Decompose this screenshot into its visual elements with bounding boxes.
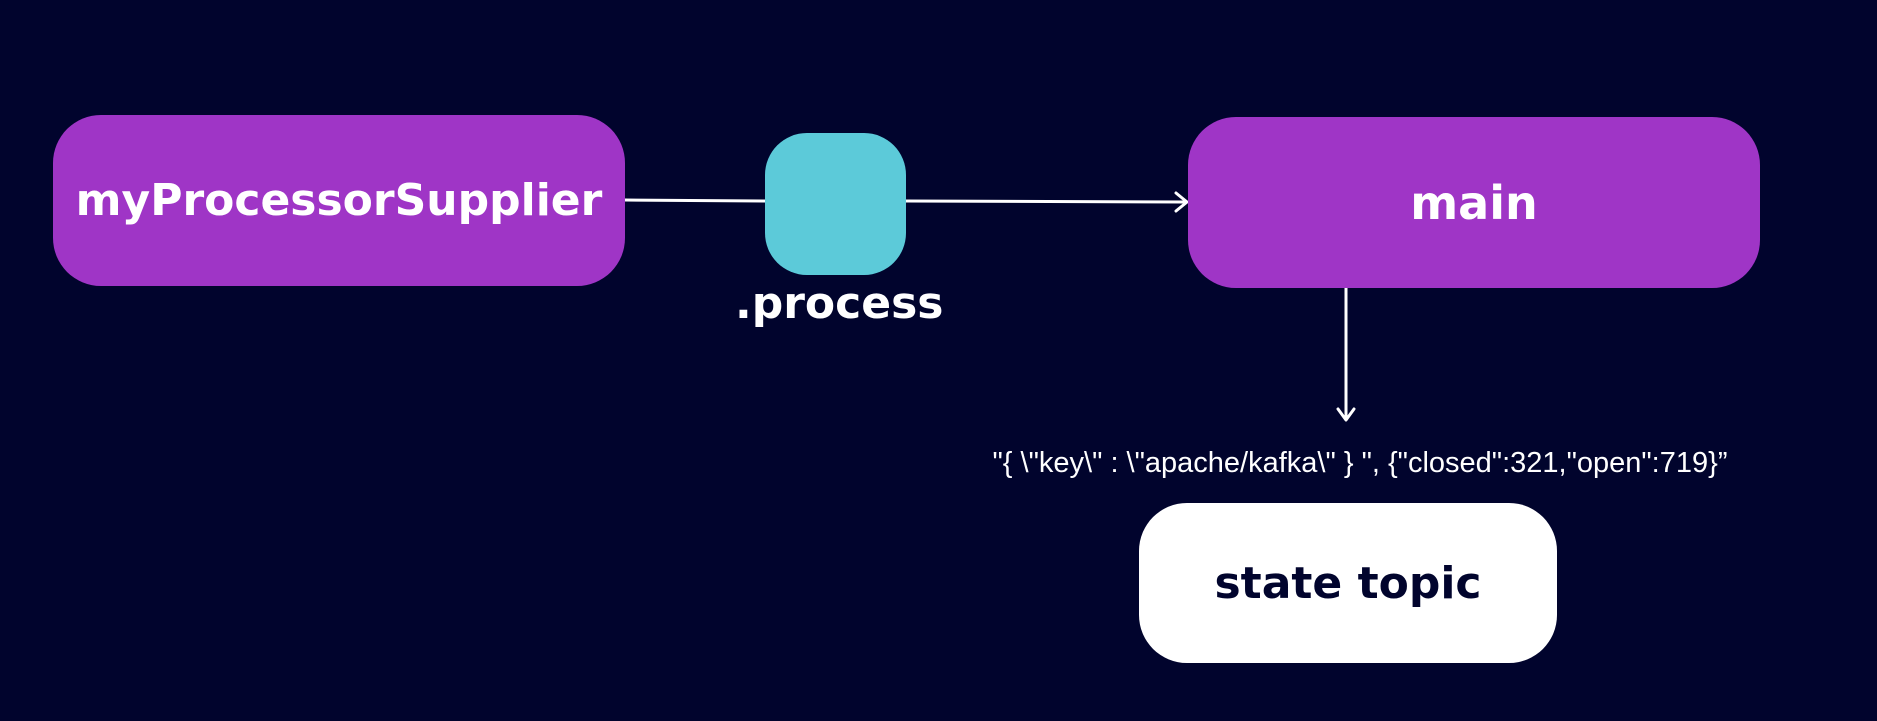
process-label: .process — [735, 278, 944, 329]
node-main: main — [1188, 117, 1760, 288]
node-label: myProcessorSupplier — [75, 175, 603, 226]
arrowhead-message — [1336, 407, 1356, 422]
node-process — [765, 133, 906, 275]
edge-process-to-main — [905, 199, 1187, 204]
edge-supplier-to-process — [624, 198, 766, 203]
arrowhead-main — [1174, 191, 1189, 213]
node-my-processor-supplier: myProcessorSupplier — [53, 115, 625, 286]
node-label: main — [1410, 175, 1538, 230]
node-state-topic: state topic — [1139, 503, 1557, 663]
node-label: state topic — [1214, 557, 1482, 609]
message-label: "{ \"key\" : \"apache/kafka\" } ", {"clo… — [992, 447, 1728, 479]
